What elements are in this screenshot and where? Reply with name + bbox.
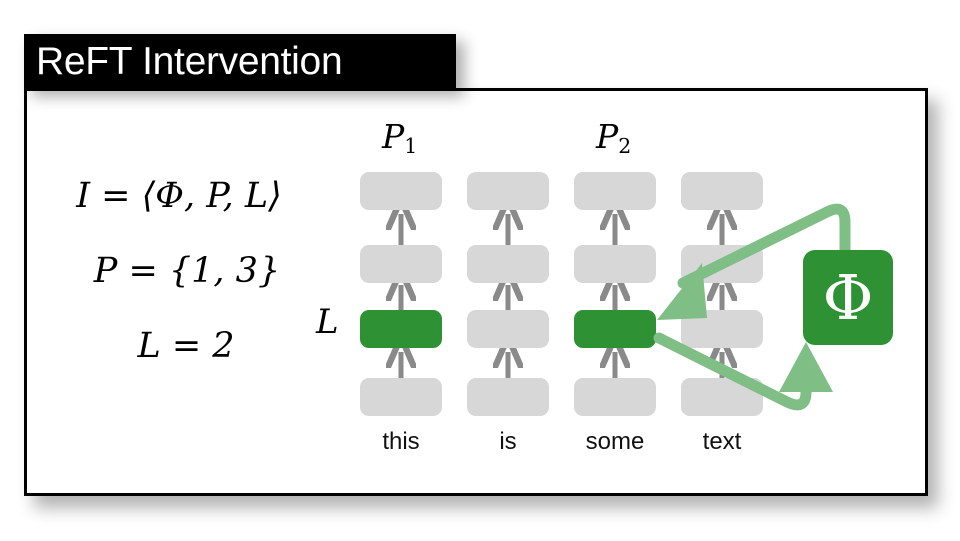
formula-positions: P = {1, 3}: [93, 250, 281, 291]
position-label-p1-base: P: [382, 117, 405, 156]
position-label-p2-sub: 2: [618, 134, 632, 159]
position-label-p1: P1: [382, 117, 417, 158]
position-label-p2-base: P: [596, 117, 619, 156]
formula-list: I = ⟨Φ, P, L⟩ P = {1, 3} L = 2: [36, 178, 326, 364]
block-r3-c1: [467, 378, 549, 416]
arrowhead-into-phi: [779, 342, 833, 392]
token-label-0: this: [382, 428, 420, 455]
arrowhead-into-block: [657, 263, 707, 320]
formula-intervention-definition: I = ⟨Φ, P, L⟩: [76, 176, 282, 216]
position-label-p1-sub: 1: [404, 134, 418, 159]
page-title: ReFT Intervention: [36, 40, 343, 83]
phi-glyph: Φ: [822, 260, 874, 334]
token-label-1: is: [499, 428, 517, 455]
formula-layer: L = 2: [137, 325, 235, 366]
diagram-panel: [24, 88, 928, 496]
layer-label-L: L: [316, 302, 339, 342]
phi-intervention-box[interactable]: Φ: [803, 250, 893, 345]
token-label-3: text: [702, 428, 742, 455]
title-banner: ReFT Intervention: [24, 34, 456, 89]
arrow-path-to-phi: [653, 332, 812, 411]
arrow-path-from-phi: [677, 203, 851, 289]
token-label-2: some: [585, 428, 645, 455]
position-label-p2: P2: [596, 117, 631, 158]
block-r3-c2: [574, 378, 656, 416]
block-r3-c0: [360, 378, 442, 416]
